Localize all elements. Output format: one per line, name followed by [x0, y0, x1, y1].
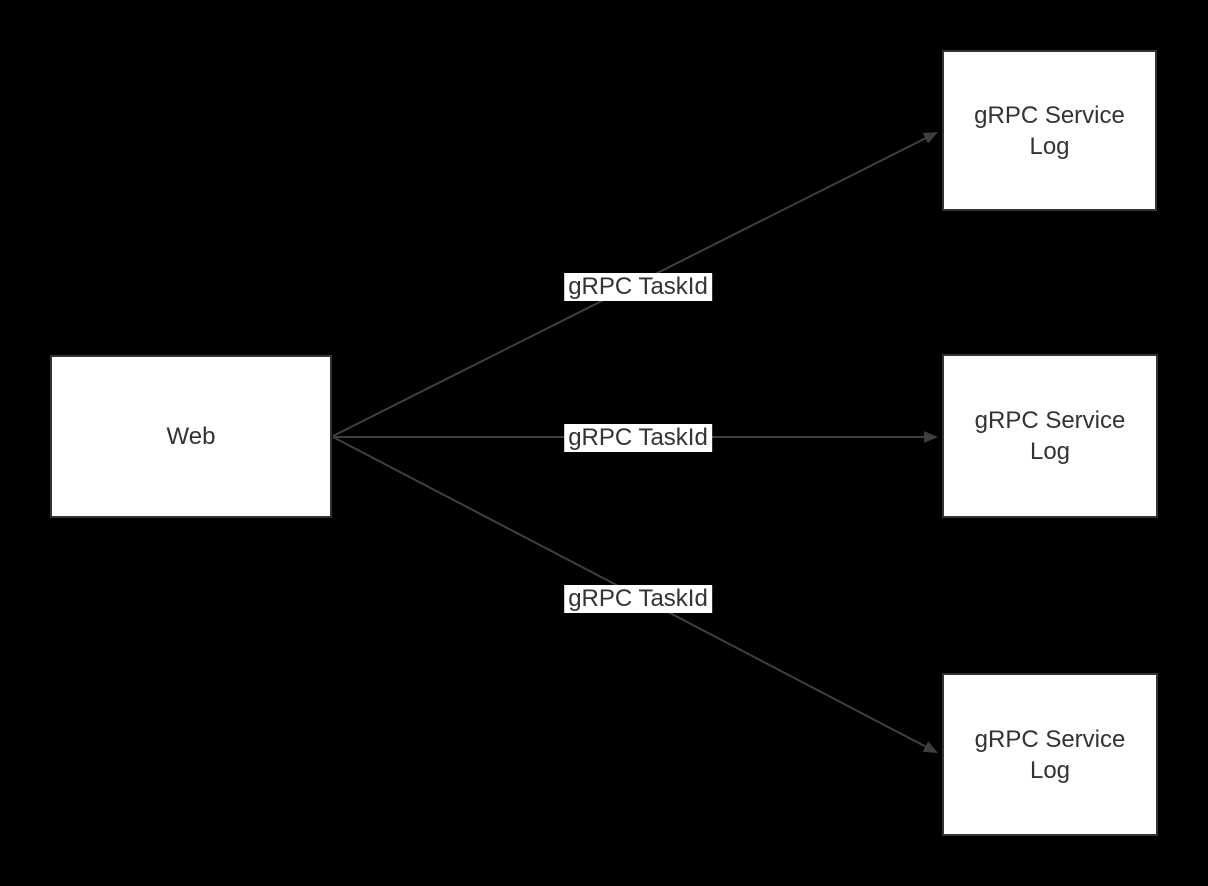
node-grpc-service-log-1-label: gRPC Service Log — [974, 101, 1125, 160]
node-grpc-service-log-3[interactable]: gRPC Service Log — [942, 673, 1158, 836]
edge-label-grpc-taskid-1[interactable]: gRPC TaskId — [564, 273, 712, 301]
node-grpc-service-log-2[interactable]: gRPC Service Log — [942, 354, 1158, 518]
node-web-label: Web — [166, 423, 216, 450]
edge-label-grpc-taskid-2[interactable]: gRPC TaskId — [564, 424, 712, 452]
node-grpc-service-log-3-label: gRPC Service Log — [974, 725, 1126, 784]
node-grpc-service-log-1[interactable]: gRPC Service Log — [942, 50, 1157, 211]
edge-label-grpc-taskid-3[interactable]: gRPC TaskId — [564, 585, 712, 613]
node-web[interactable]: Web — [50, 355, 332, 518]
node-grpc-service-log-2-label: gRPC Service Log — [974, 407, 1126, 465]
